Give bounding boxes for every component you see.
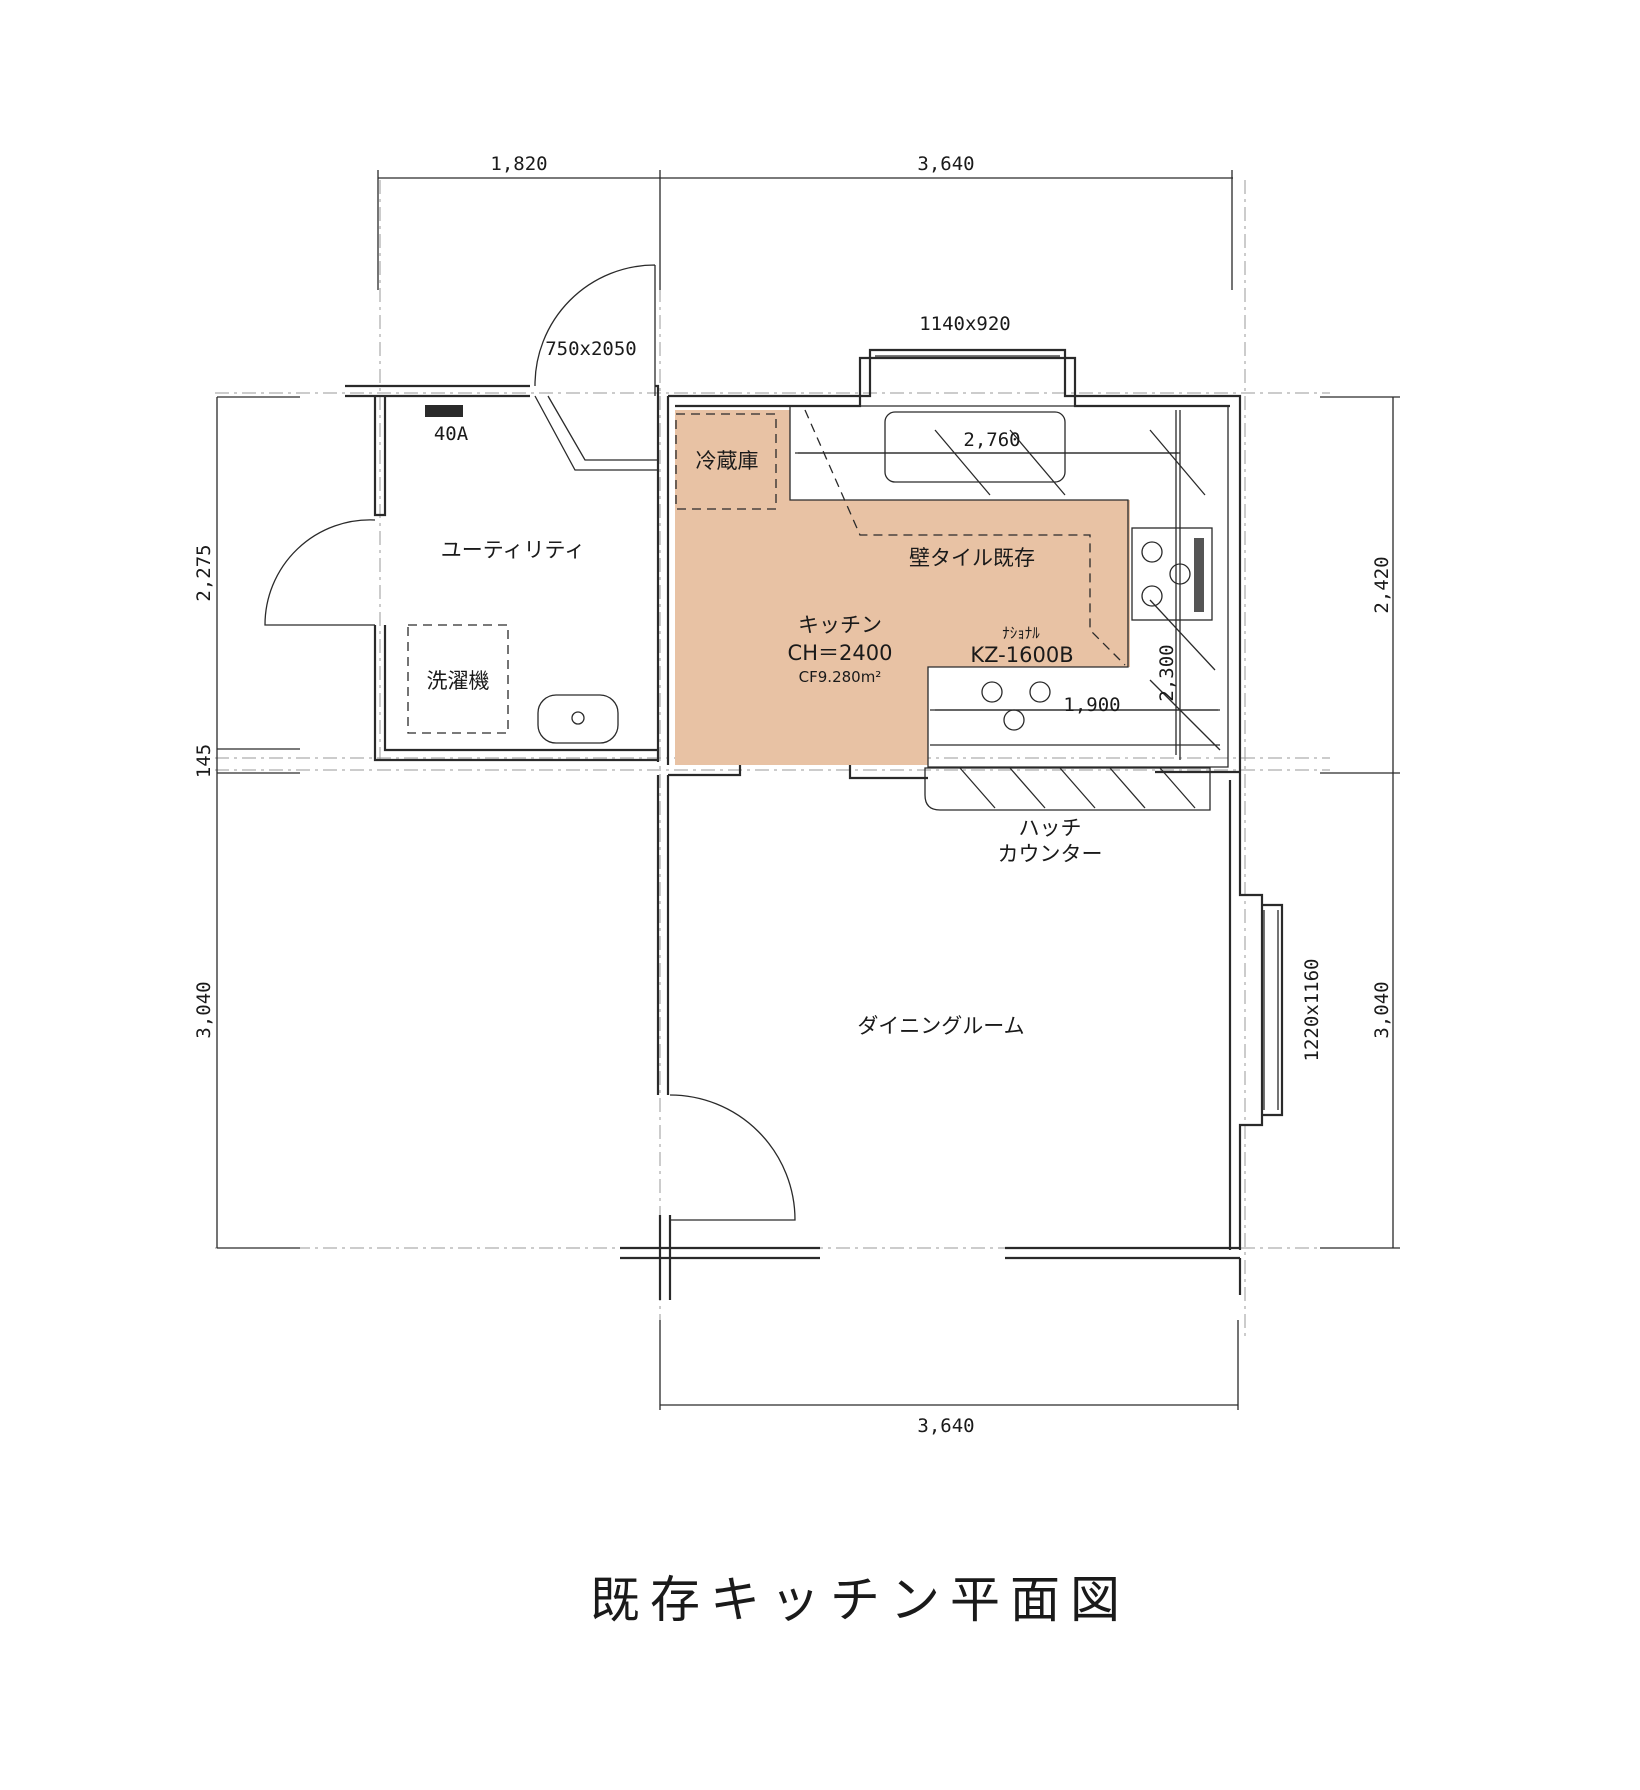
side-window xyxy=(1263,910,1279,1110)
dim-top-right: 3,640 xyxy=(917,153,974,175)
hatch-label-line2: カウンター xyxy=(998,842,1103,866)
dim-top-left: 1,820 xyxy=(490,153,547,175)
model-label: KZ-1600B xyxy=(970,643,1073,667)
utility-angled-wall xyxy=(534,395,658,471)
lower-counter-icons xyxy=(981,681,1051,731)
dim-left-upper: 2,275 xyxy=(193,544,215,601)
counter-dimension-arrows xyxy=(798,410,1218,755)
counter-side-length: 2,300 xyxy=(1156,644,1178,701)
maker-label: ﾅｼｮﾅﾙ xyxy=(1002,624,1040,642)
door-swing-bottom xyxy=(669,1094,796,1221)
breaker-label: 40A xyxy=(434,423,469,445)
dining-label: ダイニングルーム xyxy=(857,1014,1024,1038)
walls xyxy=(345,348,1284,1300)
wall-tile-label: 壁タイル既存 xyxy=(909,546,1035,570)
dim-right-upper: 2,420 xyxy=(1371,556,1393,613)
dim-left-lower: 3,040 xyxy=(193,981,215,1038)
dim-bottom: 3,640 xyxy=(917,1415,974,1437)
hatch-label-line1: ハッチ xyxy=(1019,816,1082,840)
ceiling-height-label: CH＝2400 xyxy=(788,641,893,665)
top-window xyxy=(875,349,1060,357)
floor-finish-label: CF9.280m² xyxy=(799,668,882,686)
breaker-box xyxy=(425,405,463,417)
dim-right-lower: 3,040 xyxy=(1371,981,1393,1038)
door-swing-left xyxy=(264,519,376,626)
kitchen-floor xyxy=(675,410,1130,765)
cooktop xyxy=(1131,527,1213,621)
top-window-size: 1140x920 xyxy=(919,313,1011,335)
side-window-size: 1220x1160 xyxy=(1301,959,1323,1062)
washer-label: 洗濯機 xyxy=(427,669,490,693)
counter-lower-length: 1,900 xyxy=(1063,694,1120,716)
fridge-outline xyxy=(675,413,777,510)
dimension-lines xyxy=(216,170,1400,1410)
fridge-label: 冷蔵庫 xyxy=(696,449,759,473)
dim-left-middle: 145 xyxy=(193,744,215,778)
utility-sink-icon xyxy=(537,694,619,744)
washer-outline xyxy=(407,624,509,734)
door-size: 750x2050 xyxy=(545,338,637,360)
kitchen-label: キッチン xyxy=(798,613,882,637)
utility-label: ユーティリティ xyxy=(441,538,585,562)
hatch-counter xyxy=(924,767,1211,811)
page-title: 既存キッチン平面図 xyxy=(590,1571,1130,1629)
counter-upper-length: 2,760 xyxy=(963,429,1020,451)
door-swing-top xyxy=(534,264,656,396)
